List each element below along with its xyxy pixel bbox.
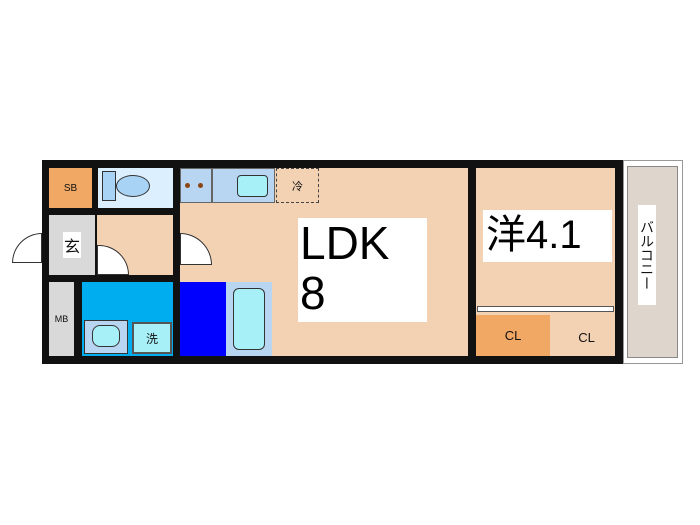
closet-2: CL (558, 318, 615, 356)
closet-2-label: CL (578, 329, 595, 345)
ldk-size: 8 (300, 267, 326, 319)
bathroom (180, 282, 226, 356)
closet-rail (477, 306, 614, 312)
toilet-icon (102, 171, 116, 201)
western-label-box (483, 210, 612, 262)
entrance: 玄 (49, 215, 95, 275)
washer-label: 洗 (145, 331, 158, 346)
burner-icon (185, 183, 190, 188)
sb-label: SB (63, 182, 78, 194)
entrance-label: 玄 (62, 232, 81, 258)
basin-bowl-icon (92, 325, 120, 347)
fridge-space: 冷 (276, 168, 319, 203)
balcony-label: バルコニー (638, 205, 656, 305)
bathtub-inner (233, 288, 265, 350)
entry-door (12, 233, 42, 263)
western-label: 洋4.1 (486, 213, 582, 257)
toilet-bowl-icon (116, 175, 150, 197)
ldk-label-box (298, 218, 427, 322)
sink-icon (237, 175, 268, 197)
ldk-name: LDK (300, 217, 390, 269)
washer-space: 洗 (132, 322, 172, 354)
shoe-box: SB (49, 168, 92, 208)
meter-box: MB (49, 282, 74, 356)
fridge-label: 冷 (292, 180, 303, 193)
burner-icon (198, 183, 203, 188)
mb-label: MB (54, 314, 69, 324)
closet-1: CL (476, 315, 550, 356)
closet-1-label: CL (504, 328, 522, 343)
